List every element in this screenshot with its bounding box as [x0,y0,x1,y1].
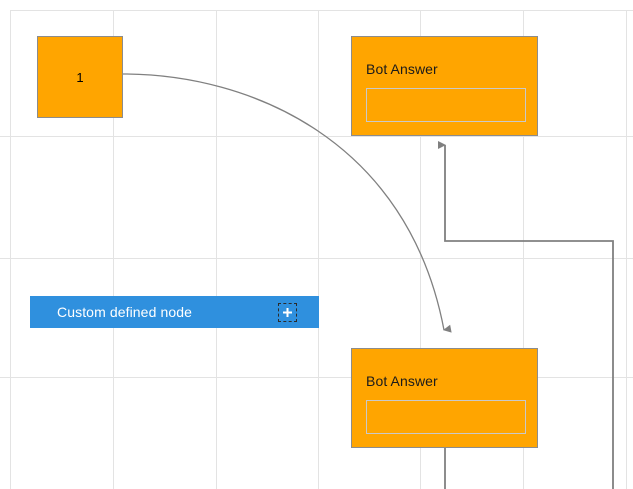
node-bot-answer-bottom[interactable]: Bot Answer [351,348,538,448]
connector-orthogonal-bot-answer-bottom-to-top[interactable] [438,141,614,489]
custom-defined-node-label: Custom defined node [57,304,192,320]
bot-answer-top-slot[interactable] [366,88,526,122]
node-start-label: 1 [76,69,84,85]
bot-answer-bottom-title: Bot Answer [366,373,438,389]
bot-answer-bottom-slot[interactable] [366,400,526,434]
connector-curve-node1-to-bot-answer-bottom[interactable] [122,73,452,333]
bot-answer-top-title: Bot Answer [366,61,438,77]
node-bot-answer-top[interactable]: Bot Answer [351,36,538,136]
node-start[interactable]: 1 [37,36,123,118]
custom-defined-node[interactable]: Custom defined node [30,296,319,328]
plus-icon[interactable] [278,303,297,322]
